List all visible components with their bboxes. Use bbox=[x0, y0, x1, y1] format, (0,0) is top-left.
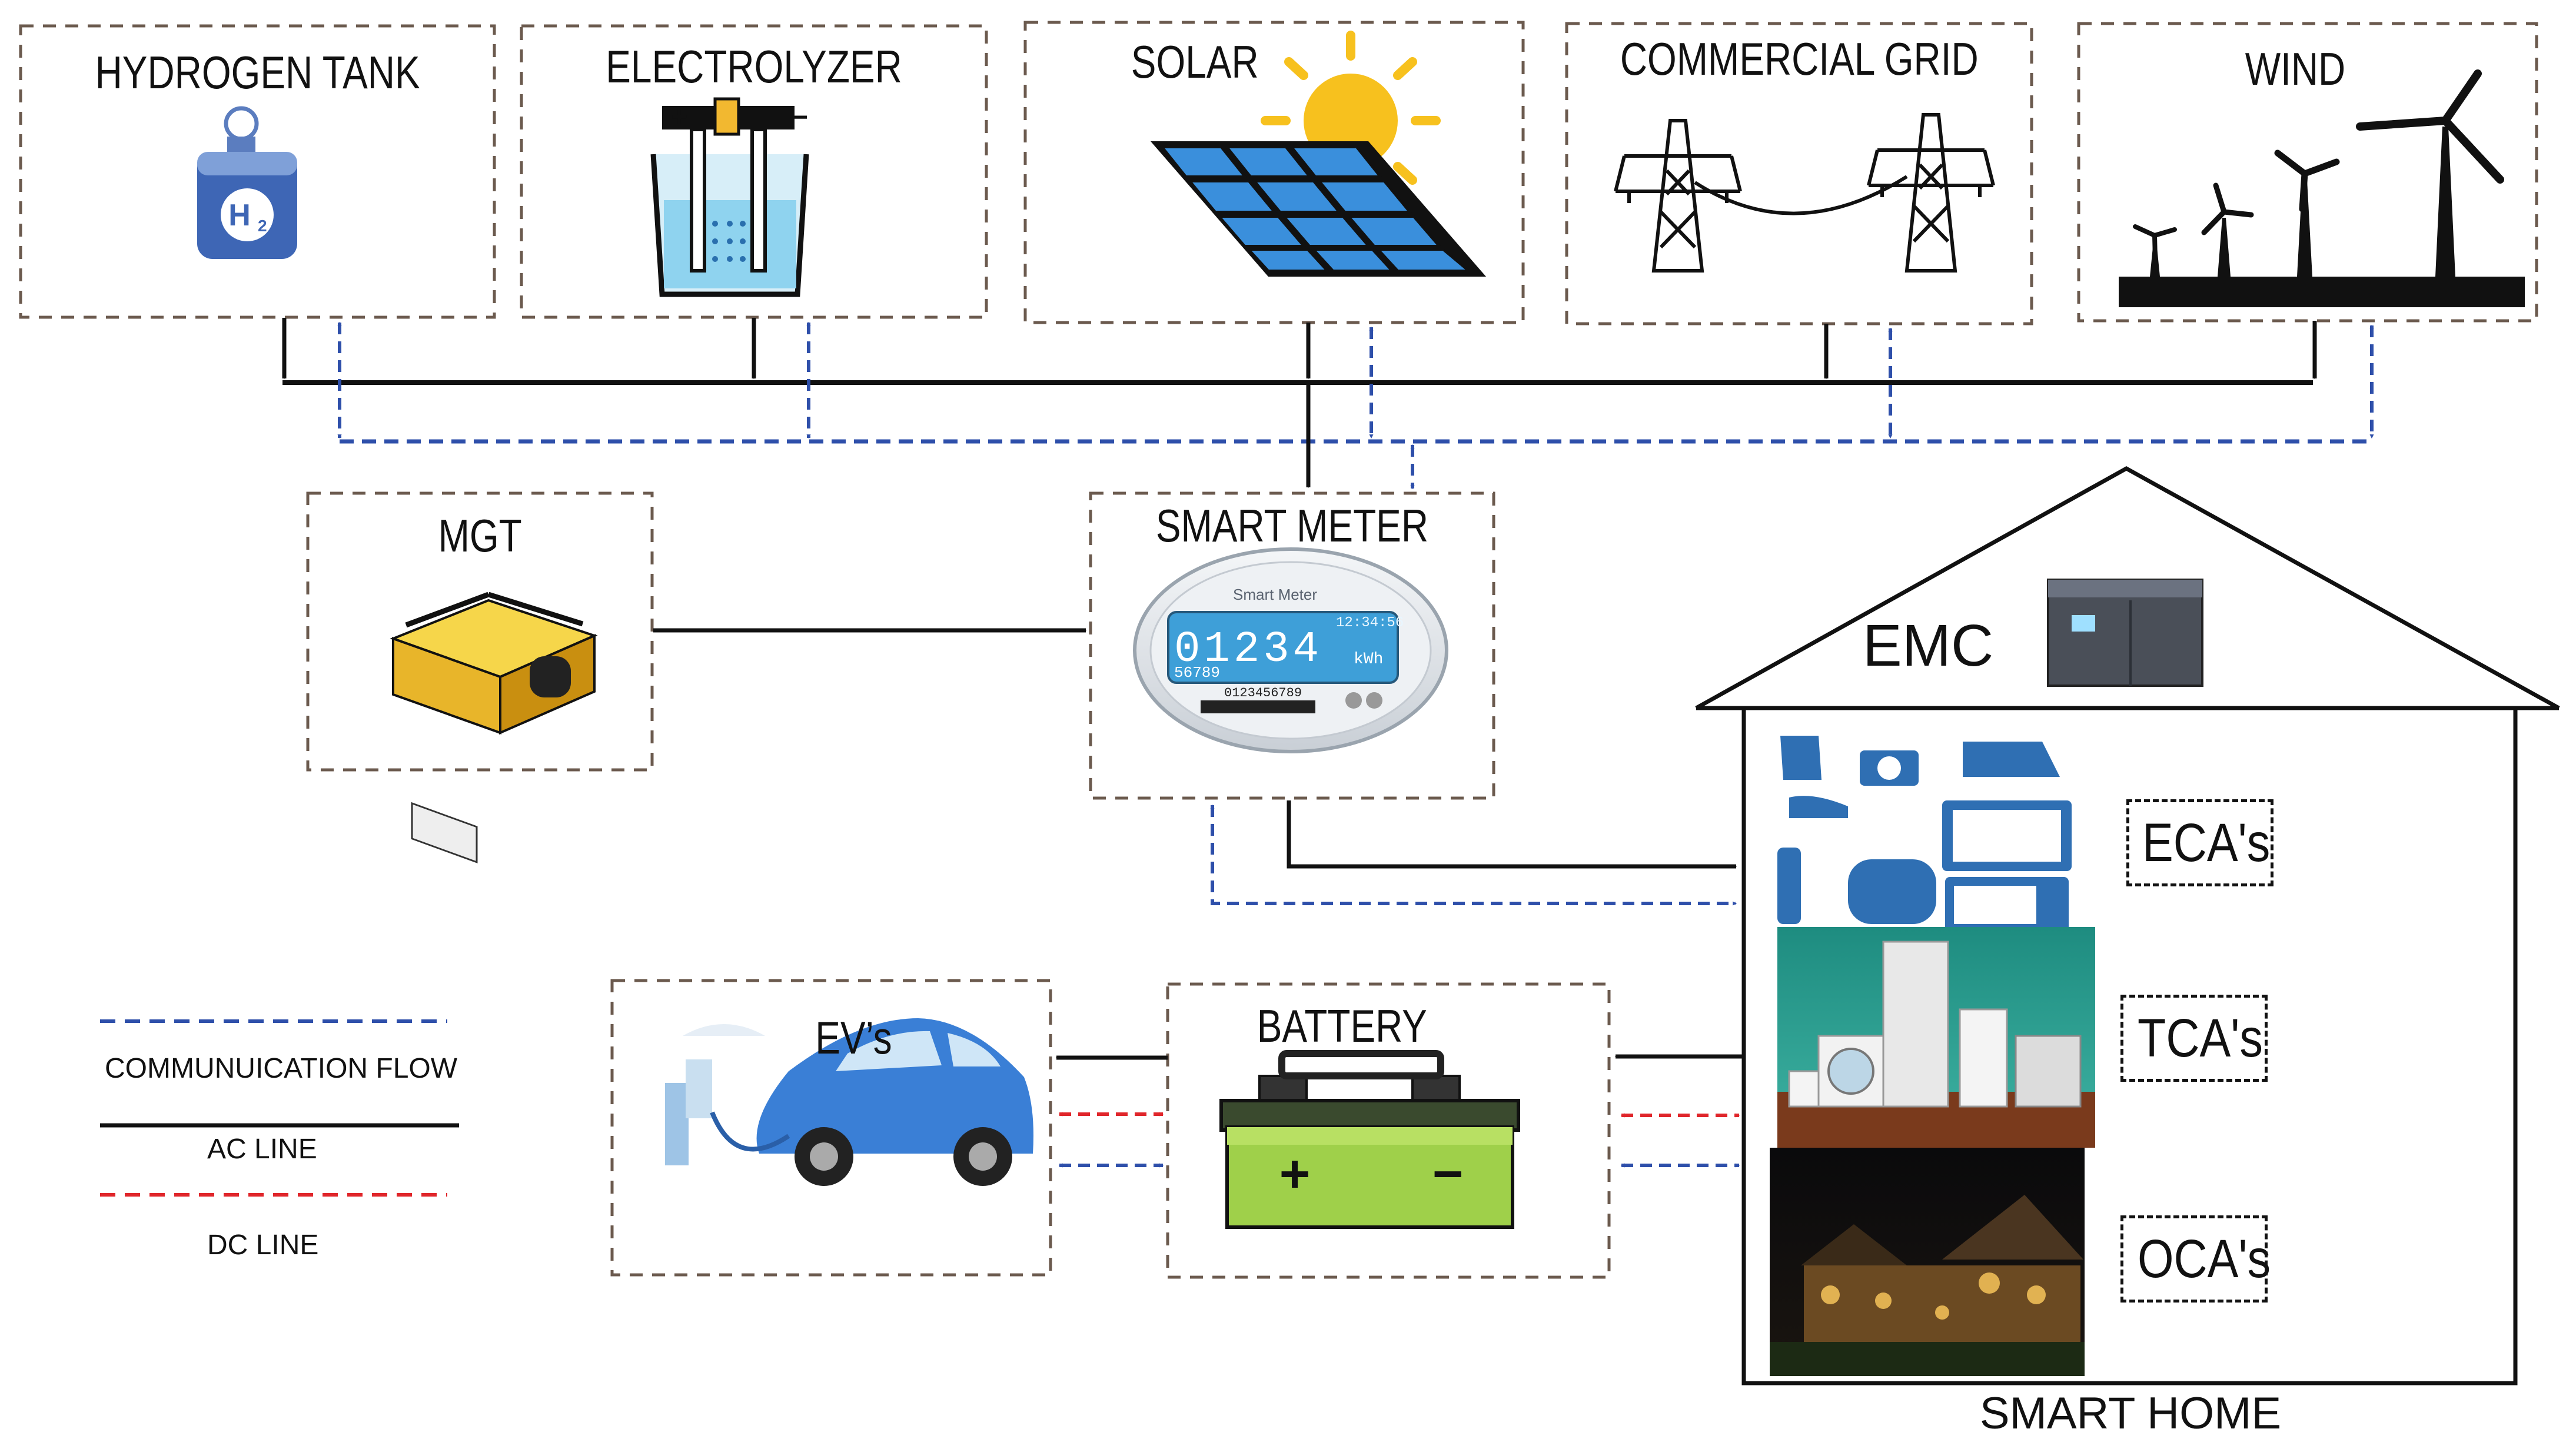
wind-box bbox=[2077, 22, 2538, 323]
ac-arrow-meter-to-home bbox=[1287, 800, 1737, 869]
smart-meter-serial: 0123456789 bbox=[1224, 686, 1302, 700]
battery-icon: + − bbox=[1219, 1050, 1520, 1229]
svg-text:H: H bbox=[228, 198, 251, 232]
svg-text:−: − bbox=[1432, 1145, 1464, 1204]
hydrogen-tank-title: HYDROGEN TANK bbox=[95, 46, 420, 98]
tca-appliances-image bbox=[1777, 927, 2095, 1148]
smart-meter-reading: 01234 bbox=[1174, 625, 1323, 675]
oca-label: OCA's bbox=[2138, 1229, 2271, 1289]
oca-label-box bbox=[2120, 1215, 2268, 1303]
svg-text:2: 2 bbox=[258, 217, 267, 235]
electrolyzer-title: ELECTROLYZER bbox=[606, 41, 902, 92]
battery-box bbox=[1166, 982, 1611, 1279]
comm-arrow-meter-home bbox=[1210, 804, 1737, 906]
solar-box bbox=[1023, 21, 1525, 324]
electrolyzer-box bbox=[520, 24, 988, 319]
smart-home-outline bbox=[1695, 466, 2560, 1385]
legend-ac-label: AC LINE bbox=[207, 1134, 317, 1165]
tca-label: TCA's bbox=[2138, 1008, 2263, 1068]
eca-label-box bbox=[2126, 799, 2273, 886]
svg-text:−: − bbox=[792, 102, 808, 133]
generator-icon bbox=[390, 592, 598, 863]
transmission-tower-icon bbox=[1614, 113, 1995, 273]
mgt-box bbox=[306, 491, 654, 772]
commercial-grid-title: COMMERCIAL GRID bbox=[1620, 33, 1979, 85]
smart-meter-sub-reading: 56789 bbox=[1174, 664, 1221, 682]
hydrogen-tank-icon: H 2 bbox=[197, 106, 297, 259]
emc-label: EMC bbox=[1863, 613, 1994, 679]
tca-label-box bbox=[2120, 995, 2268, 1082]
battery-title: BATTERY bbox=[1257, 1000, 1427, 1052]
smart-meter-time: 12:34:56 bbox=[1336, 615, 1404, 631]
commercial-grid-box bbox=[1565, 22, 2033, 325]
svg-text:+: + bbox=[671, 102, 687, 133]
svg-text:+: + bbox=[1279, 1145, 1311, 1204]
smart-meter-unit: kWh bbox=[1354, 650, 1384, 669]
smart-meter-box bbox=[1089, 491, 1495, 800]
ev-box bbox=[610, 979, 1052, 1277]
wind-turbine-icon bbox=[2119, 69, 2525, 307]
legend-communication-label: COMMUNUICATION FLOW bbox=[105, 1053, 458, 1084]
electric-car-icon bbox=[665, 1018, 1033, 1186]
solar-title: SOLAR bbox=[1131, 36, 1259, 88]
wind-title: WIND bbox=[2245, 43, 2346, 95]
smart-meter-brand: Smart Meter bbox=[1233, 586, 1318, 603]
emc-controller-icon bbox=[2047, 579, 2203, 687]
eca-appliances-image bbox=[1771, 727, 2089, 933]
smart-meter-title: SMART METER bbox=[1155, 500, 1429, 551]
ev-title: EV’s bbox=[815, 1012, 892, 1064]
smart-home-title: SMART HOME bbox=[1979, 1388, 2282, 1438]
legend-dc-label: DC LINE bbox=[207, 1230, 319, 1261]
solar-panel-icon bbox=[1151, 31, 1486, 277]
eca-label: ECA's bbox=[2142, 813, 2271, 873]
smart-meter-icon bbox=[1133, 547, 1448, 753]
oca-night-house-image bbox=[1770, 1148, 2085, 1376]
mgt-title: MGT bbox=[438, 510, 522, 561]
electrolyzer-icon: + − bbox=[650, 97, 809, 297]
